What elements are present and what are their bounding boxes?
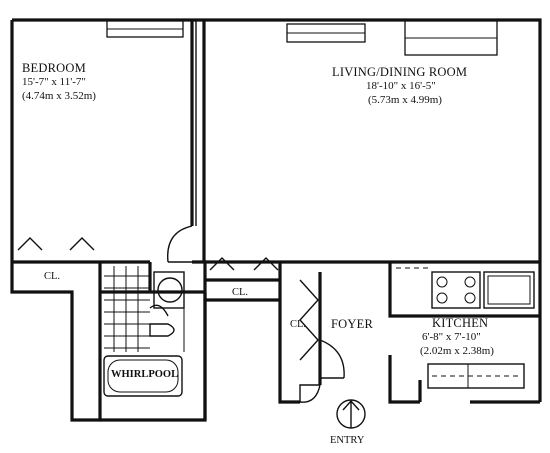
living-dims-imperial: 18'-10" x 16'-5" bbox=[366, 80, 436, 92]
interior-walls bbox=[12, 20, 540, 404]
toilet-icon bbox=[149, 323, 175, 337]
bathroom bbox=[103, 266, 185, 397]
foyer-label: FOYER bbox=[331, 317, 373, 331]
kitchen-dims-imperial: 6'-8" x 7'-10" bbox=[422, 331, 481, 343]
exterior-walls bbox=[10, 18, 542, 422]
closet-doors-hall bbox=[209, 257, 279, 271]
closet-bedroom-label: CL. bbox=[44, 271, 61, 282]
whirlpool-tub bbox=[103, 355, 183, 397]
living-label: LIVING/DINING ROOM bbox=[332, 65, 468, 79]
kitchen-dims-metric: (2.02m x 2.38m) bbox=[420, 345, 494, 357]
stove-icon bbox=[431, 271, 481, 309]
kitchen-label: KITCHEN bbox=[432, 316, 489, 330]
sink-icon bbox=[157, 277, 183, 303]
foyer-closet bbox=[299, 279, 345, 379]
bathroom-tile-grid bbox=[104, 266, 150, 352]
entry-label: ENTRY bbox=[330, 435, 365, 446]
entry-arrow-icon bbox=[336, 399, 366, 429]
bedroom-label: BEDROOM bbox=[22, 61, 86, 75]
entry-door bbox=[299, 384, 321, 403]
kitchen-fixtures bbox=[396, 267, 535, 389]
bedroom-dims-metric: (4.74m x 3.52m) bbox=[22, 90, 96, 102]
bedroom-dims-imperial: 15'-7" x 11'-7" bbox=[22, 76, 86, 88]
sink-counter bbox=[427, 363, 525, 389]
refrigerator-icon bbox=[483, 271, 535, 309]
windows bbox=[106, 20, 498, 56]
closet-foyer-label: CL. bbox=[290, 319, 307, 330]
closet-hall-label: CL. bbox=[232, 287, 249, 298]
whirlpool-label: WHIRLPOOL bbox=[111, 369, 179, 380]
living-dims-metric: (5.73m x 4.99m) bbox=[368, 94, 442, 106]
closet-doors-bedroom bbox=[12, 237, 101, 288]
